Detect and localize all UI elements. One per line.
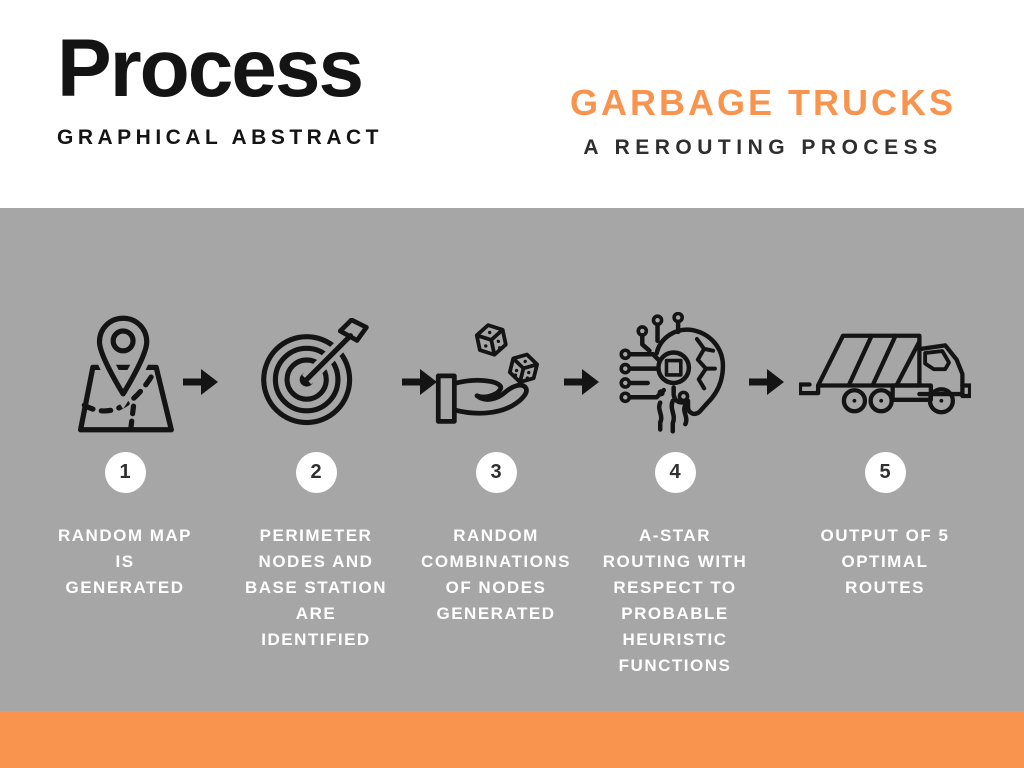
step-label: RANDOM COMBINATIONS OF NODES GENERATED <box>421 526 571 623</box>
ai-routing-icon <box>575 300 775 448</box>
footer-accent-bar <box>0 711 1024 768</box>
topic-title: GARBAGE TRUCKS <box>569 82 956 123</box>
step-4: 4 A-STAR ROUTING WITH RESPECT TO PROBABL… <box>575 300 775 679</box>
page-subtitle: GRAPHICAL ABSTRACT <box>57 126 383 149</box>
flow-arrow-icon <box>400 366 438 398</box>
step-label: A-STAR ROUTING WITH RESPECT TO PROBABLE … <box>602 526 748 675</box>
step-label: RANDOM MAP IS GENERATED <box>58 526 192 597</box>
step-label: OUTPUT OF 5 OPTIMAL ROUTES <box>820 526 950 597</box>
step-number-badge: 1 <box>104 452 146 493</box>
topic-subtitle: A REROUTING PROCESS <box>583 136 943 159</box>
step-number-badge: 5 <box>864 452 906 493</box>
step-2: 2 PERIMETER NODES AND BASE STATION ARE I… <box>216 300 416 653</box>
target-dart-icon <box>216 300 416 448</box>
step-5: 5 OUTPUT OF 5 OPTIMAL ROUTES <box>785 300 985 601</box>
header-left-block: Process GRAPHICAL ABSTRACT <box>57 26 397 150</box>
hand-dice-icon <box>396 300 596 448</box>
step-number-badge: 2 <box>295 452 337 493</box>
step-1: 1 RANDOM MAP IS GENERATED <box>25 300 225 601</box>
flow-arrow-icon <box>181 366 219 398</box>
header: Process GRAPHICAL ABSTRACT GARBAGE TRUCK… <box>0 0 1024 208</box>
flow-arrow-icon <box>562 366 600 398</box>
map-pin-icon <box>25 300 225 448</box>
flow-arrow-icon <box>747 366 785 398</box>
garbage-truck-icon <box>785 300 985 448</box>
page-title: Process <box>57 23 364 114</box>
step-label: PERIMETER NODES AND BASE STATION ARE IDE… <box>244 526 388 649</box>
header-right-block: GARBAGE TRUCKS A REROUTING PROCESS <box>520 84 1006 160</box>
step-number-badge: 3 <box>475 452 517 493</box>
step-number-badge: 4 <box>654 452 696 493</box>
step-3: 3 RANDOM COMBINATIONS OF NODES GENERATED <box>396 300 596 627</box>
process-band: 1 RANDOM MAP IS GENERATED 2 PERIMETER NO… <box>0 208 1024 711</box>
